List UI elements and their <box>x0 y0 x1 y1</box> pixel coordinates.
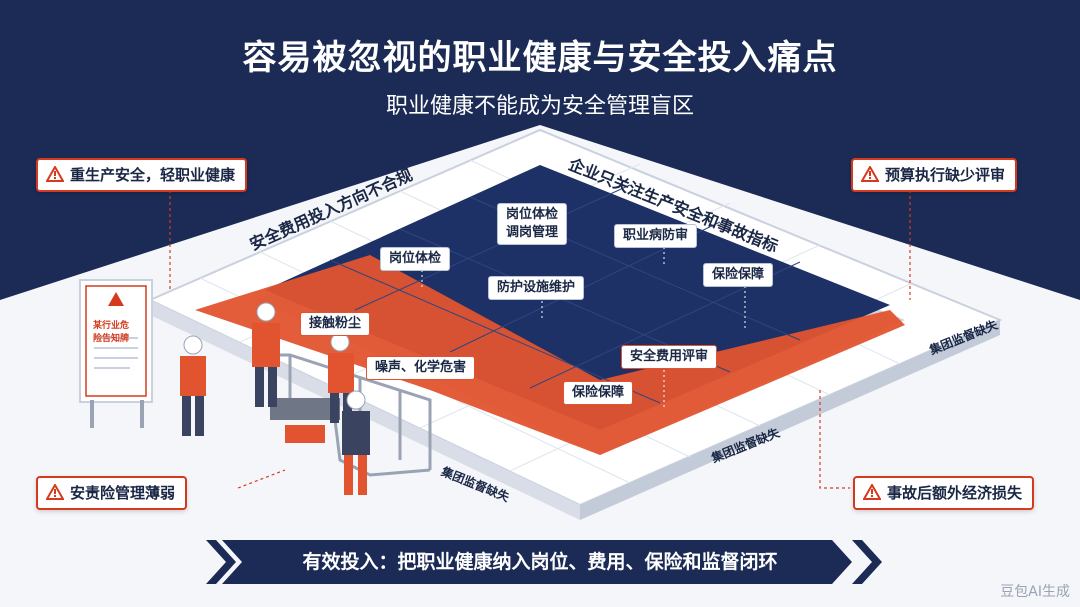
watermark: 豆包AI生成 <box>1000 584 1070 600</box>
warning-icon <box>863 484 881 500</box>
leader-lines <box>169 190 911 489</box>
callout-bottom-right-text: 事故后额外经济损失 <box>887 484 1023 502</box>
callout-top-left-text: 重生产安全，轻职业健康 <box>70 166 236 184</box>
tag-post-check: 岗位体检 <box>380 247 451 271</box>
warning-icon <box>46 166 64 182</box>
callout-bottom-right: 事故后额外经济损失 <box>853 476 1035 510</box>
tag-occupational-review: 职业病防审 <box>614 224 698 248</box>
machine-base <box>270 398 340 420</box>
callout-top-right-text: 预算执行缺少评审 <box>885 166 1006 184</box>
callout-bottom-left-text: 安责险管理薄弱 <box>70 484 176 502</box>
tag-dust-contact: 接触粉尘 <box>300 312 371 336</box>
sign-label: 某行业危险告知牌 <box>93 321 130 344</box>
tag-protection-maintenance: 防护设施维护 <box>488 276 585 300</box>
warning-icon <box>46 484 64 500</box>
tag-insurance-1: 保险保障 <box>703 263 774 287</box>
callout-bottom-left: 安责险管理薄弱 <box>36 476 188 510</box>
page-subtitle: 职业健康不能成为安全管理盲区 <box>385 94 694 119</box>
banner-chevron-right <box>852 540 882 584</box>
machine-hazard-material <box>285 425 325 443</box>
platform-side-right <box>580 320 1000 520</box>
worker-2 <box>252 302 280 407</box>
navy-background <box>0 0 1080 300</box>
worker-1 <box>180 335 206 436</box>
callout-top-left: 重生产安全，轻职业健康 <box>36 158 248 192</box>
warning-sign-board <box>79 279 153 428</box>
tag-safety-fee-review: 安全费用评审 <box>621 345 718 369</box>
page-title: 容易被忽视的职业健康与安全投入痛点 <box>242 38 838 78</box>
tag-post-check-transfer: 岗位体检 调岗管理 <box>497 203 568 245</box>
tag-connectors <box>421 247 746 410</box>
worker-3 <box>328 332 354 423</box>
worker-4 <box>342 390 370 495</box>
tag-insurance-2: 保险保障 <box>563 381 634 405</box>
banner-chevron-left <box>206 540 236 584</box>
banner-shape <box>222 540 852 584</box>
tag-noise-chemical: 噪声、化学危害 <box>366 356 476 380</box>
callout-top-right: 预算执行缺少评审 <box>851 158 1018 192</box>
warning-icon <box>861 166 879 182</box>
bottom-banner: 有效投入：把职业健康纳入岗位、费用、保险和监督闭环 <box>302 551 778 573</box>
